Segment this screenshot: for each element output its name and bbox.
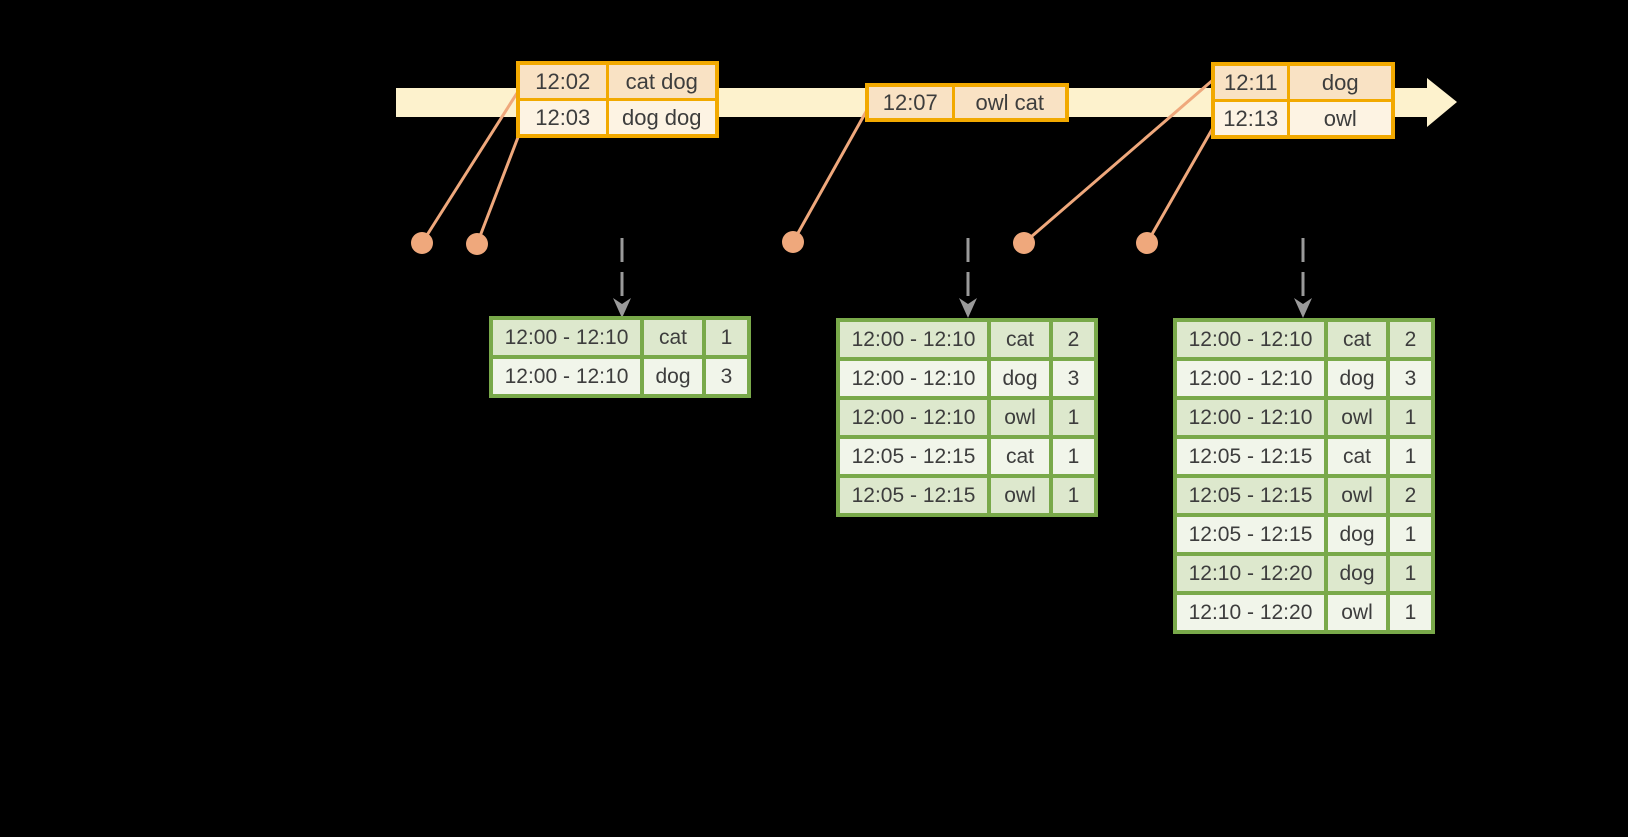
table-cell: 3 xyxy=(1049,357,1098,400)
table-cell: 12:11 xyxy=(1211,62,1290,102)
table-cell: 1 xyxy=(1049,396,1098,439)
table-cell: cat xyxy=(640,316,706,359)
event-dot xyxy=(1013,232,1035,254)
table-cell: owl xyxy=(987,396,1053,439)
table-cell: 2 xyxy=(1049,318,1098,361)
table-cell: 1 xyxy=(1386,513,1435,556)
table-cell: 12:00 - 12:10 xyxy=(1173,357,1328,400)
table-cell: 12:13 xyxy=(1211,99,1290,139)
table-cell: 12:05 - 12:15 xyxy=(836,474,991,517)
table-cell: cat xyxy=(1324,435,1390,478)
table-cell: dog xyxy=(1286,62,1395,102)
event-connector-line xyxy=(420,89,521,244)
table-cell: cat xyxy=(1324,318,1390,361)
table-cell: owl xyxy=(987,474,1053,517)
table-cell: 1 xyxy=(1386,435,1435,478)
table-cell: dog xyxy=(1324,552,1390,595)
table-cell: 1 xyxy=(1049,435,1098,478)
event-dot xyxy=(411,232,433,254)
table-cell: dog xyxy=(640,355,706,398)
table-cell: 12:00 - 12:10 xyxy=(1173,396,1328,439)
event-connector-line xyxy=(791,109,869,243)
table-cell: owl xyxy=(1324,591,1390,634)
table-cell: dog xyxy=(1324,357,1390,400)
table-cell: owl xyxy=(1324,474,1390,517)
table-cell: dog xyxy=(987,357,1053,400)
table-cell: cat xyxy=(987,318,1053,361)
table-cell: 12:00 - 12:10 xyxy=(1173,318,1328,361)
table-cell: dog xyxy=(1324,513,1390,556)
table-cell: 2 xyxy=(1386,318,1435,361)
table-cell: 12:05 - 12:15 xyxy=(1173,513,1328,556)
table-cell: 12:10 - 12:20 xyxy=(1173,552,1328,595)
table-cell: 12:02 xyxy=(516,61,609,101)
table-cell: 1 xyxy=(702,316,751,359)
table-cell: cat dog xyxy=(605,61,719,101)
trigger-arrowhead xyxy=(613,298,631,318)
table-cell: 3 xyxy=(702,355,751,398)
trigger-arrow-icon xyxy=(1294,238,1312,318)
table-cell: 1 xyxy=(1049,474,1098,517)
table-cell: 12:00 - 12:10 xyxy=(836,357,991,400)
table-cell: 12:00 - 12:10 xyxy=(489,316,644,359)
trigger-arrow-icon xyxy=(959,238,977,318)
trigger-arrowhead xyxy=(959,298,977,318)
table-cell: 12:00 - 12:10 xyxy=(489,355,644,398)
table-cell: owl xyxy=(1324,396,1390,439)
event-connector-line xyxy=(475,131,522,245)
timeline-arrowhead xyxy=(1427,78,1457,127)
table-cell: owl xyxy=(1286,99,1395,139)
table-cell: 12:07 xyxy=(865,83,955,122)
table-cell: 1 xyxy=(1386,552,1435,595)
trigger-arrow-icon xyxy=(613,238,631,318)
event-connector-line xyxy=(1145,125,1216,244)
table-cell: 2 xyxy=(1386,474,1435,517)
table-cell: 3 xyxy=(1386,357,1435,400)
table-cell: 12:00 - 12:10 xyxy=(836,318,991,361)
table-cell: dog dog xyxy=(605,98,719,138)
table-cell: 12:05 - 12:15 xyxy=(1173,435,1328,478)
table-cell: owl cat xyxy=(951,83,1069,122)
table-cell: 12:03 xyxy=(516,98,609,138)
table-cell: 1 xyxy=(1386,591,1435,634)
table-cell: 12:10 - 12:20 xyxy=(1173,591,1328,634)
event-dot xyxy=(1136,232,1158,254)
event-dot xyxy=(466,233,488,255)
table-cell: 1 xyxy=(1386,396,1435,439)
table-cell: 12:05 - 12:15 xyxy=(836,435,991,478)
table-cell: 12:00 - 12:10 xyxy=(836,396,991,439)
table-cell: cat xyxy=(987,435,1053,478)
event-dot xyxy=(782,231,804,253)
trigger-arrowhead xyxy=(1294,298,1312,318)
event-connector-line xyxy=(1023,77,1215,245)
table-cell: 12:05 - 12:15 xyxy=(1173,474,1328,517)
